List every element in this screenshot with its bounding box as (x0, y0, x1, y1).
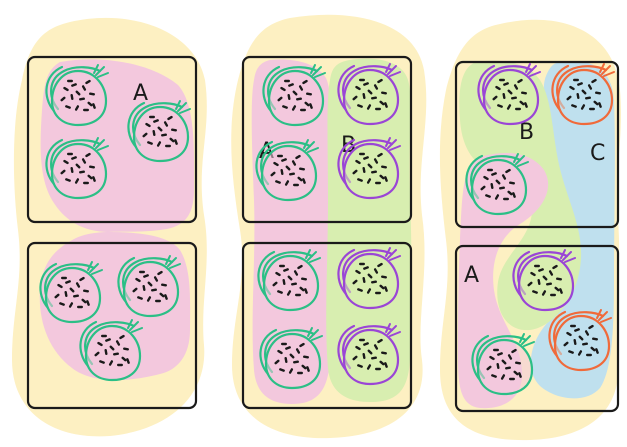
cell-green (39, 261, 103, 324)
cell-green (255, 139, 319, 202)
cell-green (465, 153, 529, 216)
cell-purple (337, 247, 401, 310)
cell-green (79, 319, 143, 382)
cell-green (471, 333, 535, 396)
group-label: B (519, 120, 534, 145)
panel-middle: A B (231, 14, 427, 439)
group-a-region (458, 153, 549, 409)
box-top (454, 60, 620, 229)
cell-green (127, 100, 191, 163)
cell-purple (477, 63, 541, 126)
cell-orange (551, 63, 615, 126)
cell-green (259, 327, 323, 390)
group-label: A (464, 263, 479, 288)
box-bottom (26, 241, 198, 410)
cell-green (117, 255, 181, 318)
box-bottom (241, 241, 413, 410)
panel-left: A (12, 17, 207, 437)
cell-purple (512, 249, 576, 312)
cell-purple (337, 323, 401, 386)
cell-green (262, 64, 326, 127)
cell-orange (548, 309, 612, 372)
box-top (241, 55, 413, 224)
panel-right: B C A (439, 19, 621, 441)
group-label: A (133, 81, 148, 106)
cell-purple (337, 137, 401, 200)
group-label: C (590, 141, 605, 166)
cell-green (257, 249, 321, 312)
cell-purple (337, 63, 401, 126)
cell-green (45, 64, 109, 127)
box-bottom (454, 244, 620, 413)
box-top (26, 55, 198, 224)
cell-green (45, 137, 109, 200)
